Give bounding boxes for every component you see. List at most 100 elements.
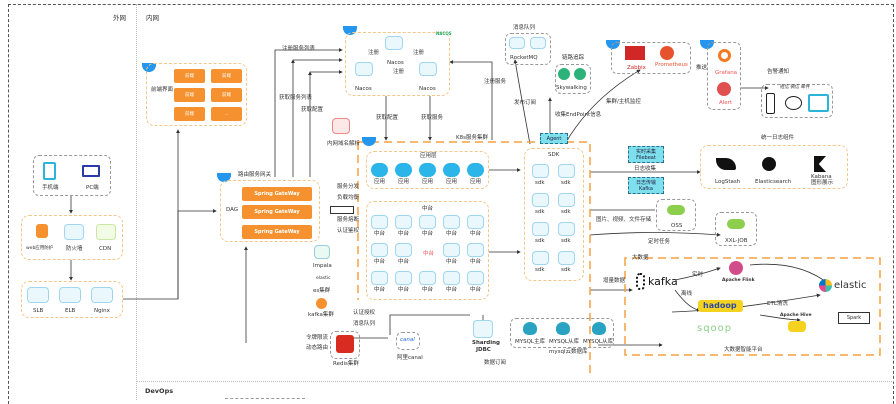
logstash-icon bbox=[716, 158, 736, 170]
slb-icon[interactable] bbox=[27, 287, 49, 303]
sdk-icon[interactable] bbox=[532, 251, 549, 265]
middle-icon[interactable] bbox=[371, 271, 388, 285]
app-icon[interactable] bbox=[371, 163, 388, 177]
frontend-button[interactable]: 前端 bbox=[174, 69, 205, 83]
label-notify: 告警通知 bbox=[767, 69, 790, 75]
feature-dispatch: 服务分发 bbox=[337, 184, 360, 190]
label-data-sub: 数据订阅 bbox=[484, 360, 507, 366]
sharding-label-2: JDBC bbox=[476, 347, 491, 353]
canal-box[interactable] bbox=[396, 332, 420, 350]
feature-balance: 负载均衡 bbox=[337, 195, 360, 201]
elb-icon[interactable] bbox=[59, 287, 81, 303]
app-icon[interactable] bbox=[419, 163, 436, 177]
middle-icon[interactable] bbox=[443, 271, 460, 285]
kafka-log-line1: 日志传输 bbox=[635, 180, 656, 186]
middle-icon[interactable] bbox=[371, 243, 388, 257]
channels-label: 短信 微信 邮件 bbox=[780, 85, 810, 90]
middle-icon[interactable] bbox=[395, 243, 412, 257]
label-publish: 发布订阅 bbox=[514, 100, 537, 106]
bigdata-footer: 大数据智能平台 bbox=[724, 347, 763, 353]
app-icon[interactable] bbox=[467, 163, 484, 177]
sdk-label: sdk bbox=[535, 238, 545, 244]
devops-divider bbox=[137, 381, 894, 382]
kafka-cluster-icon bbox=[316, 298, 327, 309]
sdk-title: SDK bbox=[548, 152, 560, 158]
mysql-icon bbox=[592, 322, 606, 335]
sdk-icon[interactable] bbox=[532, 193, 549, 207]
middle-icon[interactable] bbox=[371, 215, 388, 229]
feature-auth: 认证鉴权 bbox=[337, 228, 360, 234]
spring-gateway-button[interactable]: Spring GateWay bbox=[242, 205, 312, 219]
phone-icon[interactable] bbox=[43, 162, 56, 180]
label-realtime: 实时 bbox=[692, 272, 704, 278]
kafka-log-line2: Kafka bbox=[639, 186, 653, 192]
frontend-button[interactable]: 前端 bbox=[174, 88, 205, 102]
oss-box[interactable] bbox=[656, 199, 696, 231]
middle-icon[interactable] bbox=[443, 215, 460, 229]
mysql-master-label: MYSQL主库 bbox=[515, 339, 545, 345]
middle-icon[interactable] bbox=[443, 243, 460, 257]
label-get-list: 获取服务列表 bbox=[279, 95, 313, 101]
app-icon[interactable] bbox=[395, 163, 412, 177]
canal-logo: canal bbox=[400, 337, 415, 343]
middle-icon[interactable] bbox=[419, 215, 436, 229]
nacos-node-icon[interactable] bbox=[355, 62, 373, 76]
sdk-icon[interactable] bbox=[558, 222, 575, 236]
nacos-node-icon[interactable] bbox=[385, 36, 403, 50]
nacos-group bbox=[345, 32, 450, 96]
frontend-button[interactable]: 前端 bbox=[211, 69, 242, 83]
middle-icon[interactable] bbox=[467, 243, 484, 257]
bigdata-title: 大数据 bbox=[632, 255, 649, 261]
middle-label: 中台 bbox=[398, 287, 410, 293]
clients-group bbox=[33, 155, 111, 196]
gateway-group bbox=[220, 180, 320, 242]
label-register-service: 注册服务 bbox=[484, 79, 507, 85]
grafana-label: Grafana bbox=[715, 70, 738, 76]
sharding-label-1: Sharding bbox=[472, 340, 500, 346]
sdk-icon[interactable] bbox=[532, 164, 549, 178]
middle-icon[interactable] bbox=[395, 215, 412, 229]
impala-icon[interactable] bbox=[314, 245, 330, 259]
middle-icon[interactable] bbox=[395, 271, 412, 285]
middle-icon[interactable] bbox=[467, 271, 484, 285]
docker-icon bbox=[217, 173, 231, 182]
middle-icon[interactable] bbox=[467, 215, 484, 229]
label-collect: 收集EndPoint信息 bbox=[555, 112, 602, 118]
oss-label: OSS bbox=[671, 223, 683, 229]
sdk-label: sdk bbox=[561, 180, 571, 186]
redis-box[interactable] bbox=[330, 331, 360, 359]
middle-label: 中台 bbox=[374, 287, 386, 293]
sdk-icon[interactable] bbox=[558, 164, 575, 178]
frontend-button[interactable]: 前端 bbox=[174, 107, 205, 121]
sdk-icon[interactable] bbox=[558, 193, 575, 207]
pc-icon[interactable] bbox=[82, 165, 100, 177]
rocketmq-group bbox=[505, 33, 551, 65]
middle-icon[interactable] bbox=[419, 271, 436, 285]
logging-title: 统一日志组件 bbox=[761, 135, 795, 141]
nginx-icon[interactable] bbox=[91, 287, 113, 303]
app-icon[interactable] bbox=[443, 163, 460, 177]
elb-label: ELB bbox=[65, 308, 76, 314]
nacos-node-icon[interactable] bbox=[419, 62, 437, 76]
mysql-group bbox=[510, 318, 614, 348]
agent-box[interactable]: Agent bbox=[540, 133, 568, 144]
sdk-icon[interactable] bbox=[532, 222, 549, 236]
middle-title: 中台 bbox=[422, 206, 434, 212]
nacos-edge-label: 注册 bbox=[368, 50, 380, 56]
frontend-button[interactable]: ... bbox=[211, 107, 242, 121]
label-cmd: 令牌限流 bbox=[306, 335, 329, 341]
xxl-job-box[interactable] bbox=[715, 212, 757, 246]
sdk-label: sdk bbox=[561, 267, 571, 273]
spring-gateway-button[interactable]: Spring GateWay bbox=[242, 225, 312, 239]
waf-label: web应用防护 bbox=[26, 246, 54, 251]
spark-box[interactable]: Spark bbox=[838, 312, 870, 324]
sharding-icon[interactable] bbox=[473, 320, 493, 338]
spring-gateway-button[interactable]: Spring GateWay bbox=[242, 187, 312, 201]
nacos-node-label: Nacos bbox=[387, 60, 404, 66]
elastic-icon bbox=[819, 279, 832, 292]
frontend-button[interactable]: 前端 bbox=[211, 88, 242, 102]
sdk-icon[interactable] bbox=[558, 251, 575, 265]
